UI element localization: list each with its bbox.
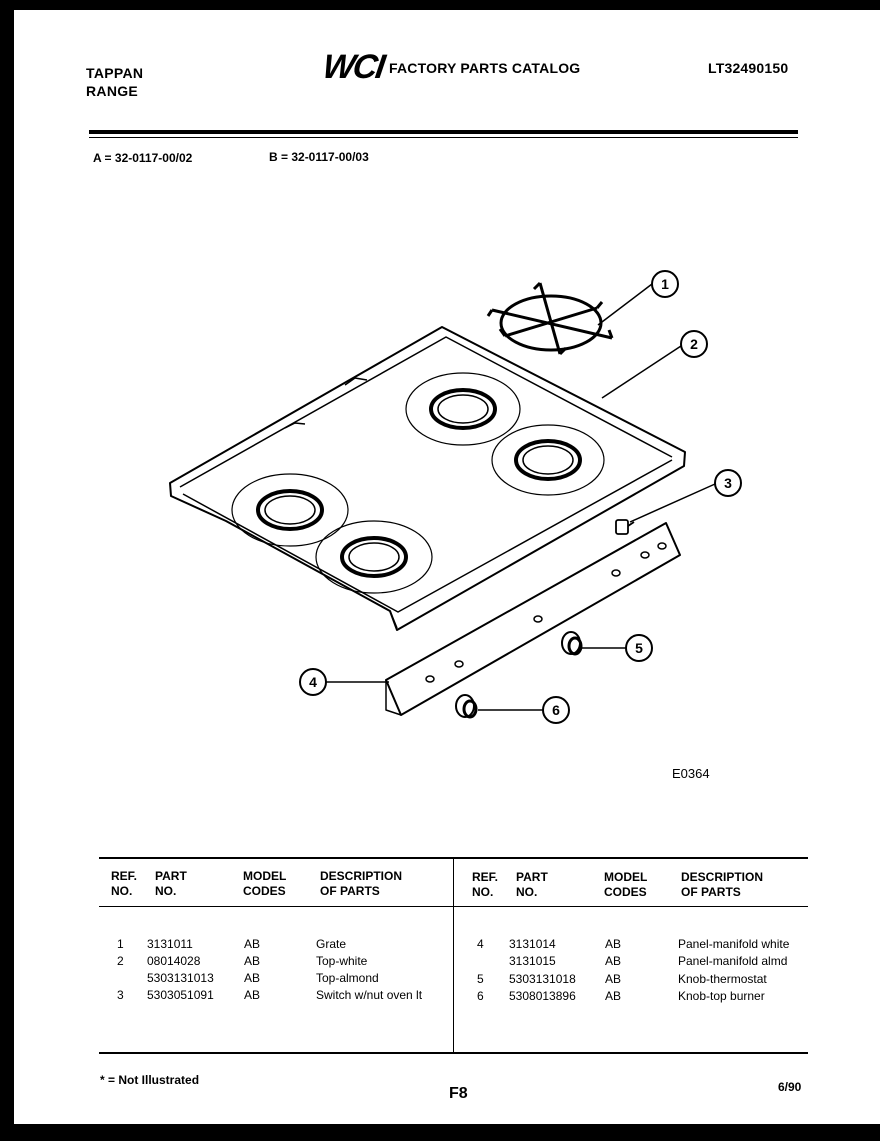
callout-1: 1 xyxy=(661,276,669,292)
header-rule-thin xyxy=(89,137,798,138)
cooktop-top xyxy=(169,326,686,631)
switch-part xyxy=(615,519,635,535)
not-illustrated-note: * = Not Illustrated xyxy=(100,1073,200,1087)
burner-back-right xyxy=(491,424,605,496)
catalog-sheet xyxy=(14,10,880,1124)
catalog-number: LT32490150 xyxy=(708,60,789,76)
product-name: RANGE xyxy=(86,83,139,99)
callout-2: 2 xyxy=(690,336,698,352)
grate-part xyxy=(486,281,614,356)
page-number: F8 xyxy=(449,1085,468,1102)
callout-3: 3 xyxy=(724,475,732,491)
col-ref-label: REF.NO. xyxy=(111,869,138,898)
model-a-label: A = 32-0117-00/02 xyxy=(93,151,193,165)
table-divider xyxy=(453,858,454,1053)
callout-4: 4 xyxy=(309,674,317,690)
table-bottom-rule xyxy=(99,1052,808,1054)
header-rule-thick xyxy=(89,130,798,134)
burner-front-right xyxy=(315,520,433,594)
figure-id: E0364 xyxy=(672,766,710,781)
col-ref-label: REF.NO. xyxy=(472,870,499,899)
model-b-label: B = 32-0117-00/03 xyxy=(269,150,369,164)
burner-front-left xyxy=(231,473,349,547)
manifold-panel xyxy=(385,522,681,716)
callout-6: 6 xyxy=(552,702,560,718)
knob-thermostat xyxy=(561,631,583,656)
burner-back-left xyxy=(405,372,521,446)
knob-top-burner xyxy=(455,694,478,719)
callout-5: 5 xyxy=(635,640,643,656)
revision-date: 6/90 xyxy=(778,1080,802,1094)
brand-name: TAPPAN xyxy=(86,65,144,81)
catalog-title: FACTORY PARTS CATALOG xyxy=(389,60,581,76)
exploded-parts-diagram: 1 2 3 4 5 6 xyxy=(169,270,742,724)
